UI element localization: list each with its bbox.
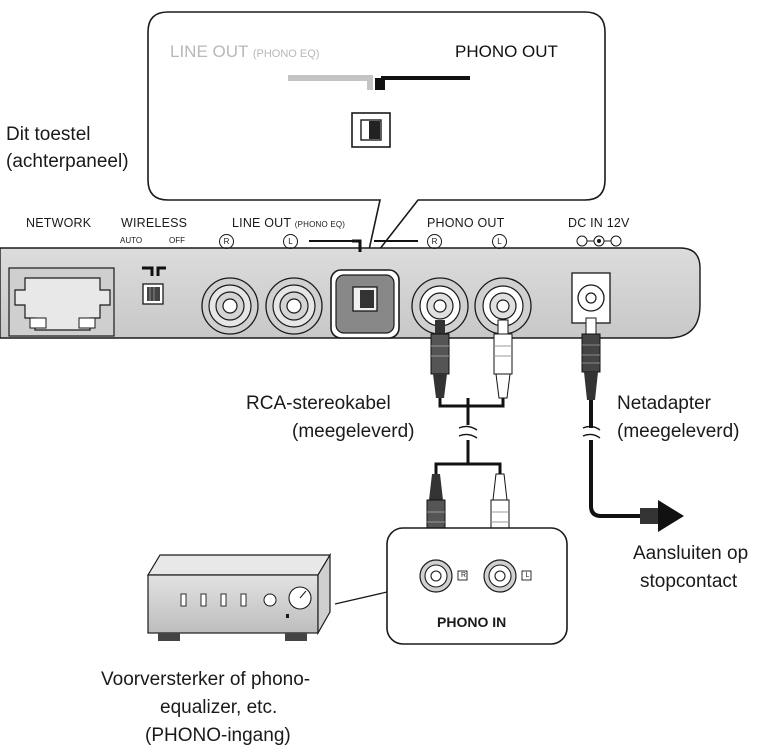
outlet-label-line2: stopcontact (640, 571, 738, 592)
rca-cable-label-line2: (meegeleverd) (292, 421, 415, 442)
network-label: NETWORK (26, 216, 92, 230)
phono-out-r-jack-icon (411, 277, 469, 335)
wireless-switch-icon (142, 283, 164, 305)
callout-line-out-sub: (PHONO EQ) (252, 48, 320, 60)
preamp-label-line2: equalizer, etc. (160, 697, 278, 718)
line-out-r-jack-icon (201, 277, 259, 335)
phono-out-r-marker: R (427, 234, 442, 249)
outlet-label-line1: Aansluiten op (633, 543, 749, 564)
phono-in-r-marker: R (460, 572, 467, 579)
callout-line-out-label: LINE OUT (PHONO EQ) (170, 42, 319, 62)
phono-eq-switch-icon (330, 269, 400, 339)
line-out-r-marker: R (219, 234, 234, 249)
line-out-text: LINE OUT (232, 216, 292, 230)
rca-cable-label-line1: RCA-stereokabel (246, 393, 391, 414)
power-cable (581, 317, 684, 532)
wireless-label: WIRELESS (121, 216, 188, 230)
dc-in-jack-icon (571, 272, 611, 324)
phono-in-label: PHONO IN (437, 614, 507, 630)
device-name-line2: (achterpaneel) (6, 151, 129, 172)
line-out-l-marker: L (283, 234, 298, 249)
preamp-label-line1: Voorversterker of phono- (101, 669, 311, 690)
line-out-l-jack-icon (265, 277, 323, 335)
switch-callout (147, 11, 606, 269)
preamp-device (146, 552, 332, 641)
polarity-symbol-icon (576, 235, 622, 247)
line-out-sub: (PHONO EQ) (294, 220, 346, 229)
adapter-label-line2: (meegeleverd) (617, 421, 740, 442)
preamp-label-line3: (PHONO-ingang) (145, 725, 291, 746)
adapter-label-line1: Netadapter (617, 393, 712, 414)
phono-in-l-marker: L (525, 572, 530, 579)
plug-arrow-icon (640, 500, 684, 532)
callout-phono-out-label: PHONO OUT (455, 42, 558, 61)
callout-line-out-text: LINE OUT (170, 42, 249, 61)
phono-out-l-marker: L (492, 234, 507, 249)
rca-cable (426, 319, 513, 549)
auto-label: AUTO (120, 236, 143, 245)
phono-out-label: PHONO OUT (427, 216, 505, 230)
dc-in-label: DC IN 12V (568, 216, 630, 230)
device-name-line1: Dit toestel (6, 124, 91, 145)
network-jack-icon (8, 267, 115, 337)
phono-in-box (386, 527, 568, 645)
rear-panel (0, 235, 701, 339)
off-label: OFF (169, 236, 185, 245)
line-out-label: LINE OUT (PHONO EQ) (232, 216, 345, 230)
